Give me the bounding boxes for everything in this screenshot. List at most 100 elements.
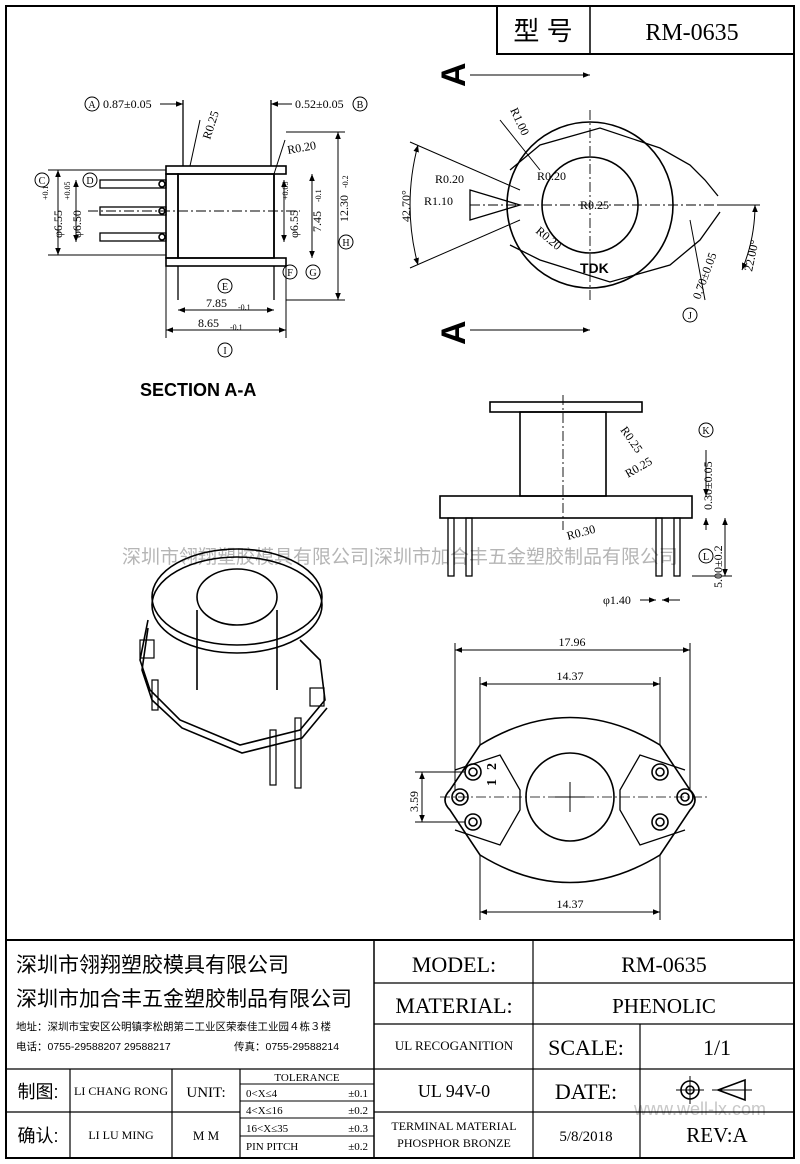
bottom-view-dimension-text: 17.96 14.37 14.37 3.59 1 2 — [407, 635, 586, 911]
date-label: DATE: — [555, 1079, 617, 1104]
scale-label: SCALE: — [548, 1035, 624, 1060]
svg-text:R1.10: R1.10 — [424, 194, 453, 208]
tol-value-1: ±0.2 — [348, 1105, 368, 1117]
svg-text:A: A — [88, 100, 96, 111]
label-j-circle — [682, 307, 698, 323]
company-name-2: 深圳市加合丰五金塑胶制品有限公司 — [16, 988, 352, 1011]
svg-text:R0.20: R0.20 — [537, 169, 566, 183]
bottom-view-dimensions — [415, 643, 691, 920]
svg-text:5.00±0.2: 5.00±0.2 — [711, 545, 725, 588]
svg-text:R0.25: R0.25 — [580, 198, 609, 212]
section-markers: A A — [435, 62, 590, 345]
svg-text:R0.25: R0.25 — [200, 109, 222, 141]
svg-text:+0.05: +0.05 — [281, 181, 290, 200]
svg-text:3.59: 3.59 — [407, 791, 421, 812]
svg-text:17.96: 17.96 — [559, 635, 586, 649]
tol-range-3: PIN PITCH — [246, 1141, 298, 1153]
svg-text:J: J — [688, 311, 692, 322]
title-block — [5, 939, 795, 1159]
ul-value: UL 94V-0 — [418, 1081, 490, 1101]
svg-text:14.37: 14.37 — [557, 669, 584, 683]
pin-number-2: 2 — [485, 763, 500, 770]
terminal-label-2: PHOSPHOR BRONZE — [397, 1136, 511, 1150]
label-b-circle — [352, 96, 368, 112]
svg-text:-0.2: -0.2 — [341, 175, 350, 188]
svg-text:+0.1: +0.1 — [41, 185, 50, 200]
svg-text:φ6.50: φ6.50 — [70, 210, 84, 238]
projection-symbol-icon — [676, 1076, 752, 1104]
svg-text:12.30: 12.30 — [337, 195, 351, 222]
section-dimension-text: A 0.87±0.05 0.52±0.05 B R0.25 R0.20 C D … — [34, 96, 368, 358]
label-i-circle — [217, 342, 233, 358]
header-model-value: RM-0635 — [645, 20, 738, 46]
label-c-circle — [34, 172, 50, 188]
svg-text:φ6.55: φ6.55 — [51, 210, 65, 238]
company-name-1: 深圳市翎翔塑胶模具有限公司 — [16, 954, 289, 977]
svg-text:φ1.40: φ1.40 — [603, 593, 631, 607]
tdk-logo: TDK — [580, 260, 609, 276]
svg-text:A: A — [435, 320, 473, 345]
label-f-circle — [282, 264, 298, 280]
svg-text:-0.1: -0.1 — [314, 189, 323, 202]
drawn-label: 制图: — [17, 1082, 58, 1102]
svg-text:C: C — [39, 176, 46, 187]
tol-range-0: 0<X≤4 — [246, 1088, 278, 1100]
section-dimensions — [48, 101, 345, 338]
tol-range-2: 16<X≤35 — [246, 1123, 289, 1135]
label-e-circle — [217, 278, 233, 294]
svg-text:0.87±0.05: 0.87±0.05 — [103, 97, 152, 111]
label-g-circle — [305, 264, 321, 280]
check-label: 确认: — [17, 1126, 58, 1146]
company-fax: 传真：0755-29588214 — [234, 1040, 339, 1053]
svg-text:A: A — [435, 62, 473, 87]
svg-text:D: D — [86, 176, 93, 187]
svg-text:7.85: 7.85 — [206, 296, 227, 310]
outer-frame — [5, 5, 795, 1159]
check-value: LI LU MING — [88, 1128, 154, 1142]
svg-text:0.30±0.05: 0.30±0.05 — [701, 461, 715, 510]
model-label: MODEL: — [412, 952, 496, 977]
svg-text:R0.20: R0.20 — [286, 138, 317, 157]
company-address: 地址：深圳市宝安区公明镇李松朗第二工业区荣泰佳工业园４栋３楼 — [16, 1020, 331, 1033]
header-model-label: 型 号 — [513, 16, 572, 46]
unit-value: M M — [193, 1128, 220, 1143]
svg-text:R0.25: R0.25 — [618, 424, 646, 456]
side-view-dimension-text: R0.25 R0.25 R0.30 0.30±0.05 K 5.00±0.2 L… — [565, 422, 725, 607]
pin-number-1: 1 — [485, 779, 500, 786]
svg-text:8.65: 8.65 — [198, 316, 219, 330]
top-view — [469, 110, 721, 300]
svg-text:F: F — [287, 268, 293, 279]
ul-label: UL RECOGANITION — [395, 1038, 514, 1053]
svg-text:22.00°: 22.00° — [741, 238, 761, 272]
svg-text:B: B — [357, 100, 364, 111]
isometric-view — [139, 548, 328, 789]
company-phone: 电话：0755-29588207 29588217 — [16, 1040, 171, 1053]
svg-text:14.37: 14.37 — [557, 897, 584, 911]
company-watermark: 深圳市翎翔塑胶模具有限公司|深圳市加合丰五金塑胶制品有限公司 — [122, 546, 678, 568]
svg-text:R0.20: R0.20 — [533, 224, 564, 253]
header-model-box: 型 号 RM-0635 — [496, 5, 795, 55]
svg-text:-0.1: -0.1 — [238, 303, 251, 312]
svg-text:42.70°: 42.70° — [399, 190, 413, 222]
side-view — [439, 395, 693, 577]
svg-text:G: G — [309, 268, 316, 279]
label-k-circle — [698, 422, 714, 438]
model-value: RM-0635 — [621, 952, 707, 977]
svg-text:E: E — [222, 282, 228, 293]
svg-text:R0.30: R0.30 — [565, 522, 597, 543]
section-view — [88, 100, 300, 300]
tol-value-0: ±0.1 — [348, 1088, 368, 1100]
scale-value: 1/1 — [703, 1035, 731, 1060]
drawn-value: LI CHANG RONG — [74, 1084, 168, 1098]
svg-text:-0.1: -0.1 — [230, 323, 243, 332]
top-view-dimension-text: R1.00 R0.20 R0.20 R1.10 R0.25 R0.20 42.7… — [399, 105, 762, 323]
svg-text:φ6.55: φ6.55 — [287, 210, 301, 238]
site-watermark: www.well-lx.com — [633, 1099, 766, 1119]
svg-text:7.45: 7.45 — [310, 211, 324, 232]
label-d-circle — [82, 172, 98, 188]
tol-value-3: ±0.2 — [348, 1141, 368, 1153]
material-label: MATERIAL: — [395, 993, 512, 1018]
label-h-circle — [338, 234, 354, 250]
